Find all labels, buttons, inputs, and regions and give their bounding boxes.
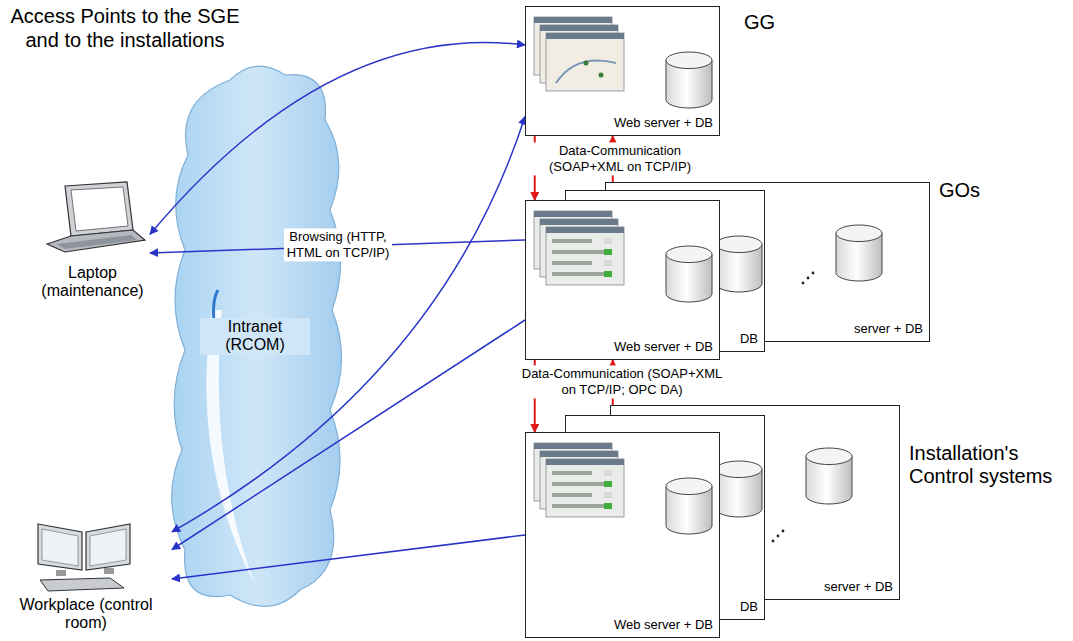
laptop-icon	[47, 182, 145, 252]
node-illustration	[526, 201, 721, 361]
page-heading: Access Points to the SGE and to the inst…	[10, 4, 240, 52]
screen-thumbnails	[534, 17, 624, 91]
connector-label: Data-Communication (SOAP+XML on TCP/IP; …	[513, 365, 732, 398]
node-label: server + DB	[854, 322, 923, 337]
database-cylinder	[666, 478, 712, 534]
database-cylinder	[806, 448, 852, 504]
ellipsis-dots	[802, 272, 815, 285]
server-box: GGWeb server + DB	[525, 6, 720, 136]
workplace-node: Workplace (control room)	[0, 520, 172, 638]
server-box: Web server + DB	[525, 200, 720, 360]
workstation-icon	[38, 524, 130, 591]
database-cylinder	[666, 246, 712, 302]
node-label: Laptop (maintenance)	[35, 264, 150, 301]
node-label: Web server + DB	[614, 116, 713, 131]
node-label: server + DB	[824, 580, 893, 595]
cloud-outline	[172, 66, 342, 606]
network-cloud: Intranet (RCOM)	[160, 60, 350, 615]
node-label: Web server + DB	[614, 340, 713, 355]
database-cylinder	[836, 225, 882, 281]
node-label: DB	[740, 332, 758, 347]
connector-label: Data-Communication (SOAP+XML on TCP/IP)	[523, 142, 717, 175]
connector-label: Browsing (HTTP, HTML on TCP/IP)	[284, 228, 392, 261]
node-label: Web server + DB	[614, 618, 713, 633]
node-heading: GOs	[939, 179, 980, 202]
screen-thumbnails	[534, 443, 624, 517]
screen-thumbnails	[534, 211, 624, 285]
database-cylinder	[716, 236, 762, 292]
server-box: Web server + DB	[525, 432, 720, 638]
database-cylinder	[666, 52, 712, 108]
node-heading: Installation's Control systems	[909, 442, 1067, 488]
node-illustration	[526, 433, 721, 639]
laptop-node: Laptop (maintenance)	[35, 178, 150, 303]
node-heading: GG	[744, 11, 775, 34]
ellipsis-dots	[772, 530, 785, 543]
node-label: Workplace (control room)	[0, 596, 172, 633]
node-label: DB	[740, 600, 758, 615]
node-label: Intranet (RCOM)	[200, 318, 310, 355]
database-cylinder	[716, 461, 762, 517]
